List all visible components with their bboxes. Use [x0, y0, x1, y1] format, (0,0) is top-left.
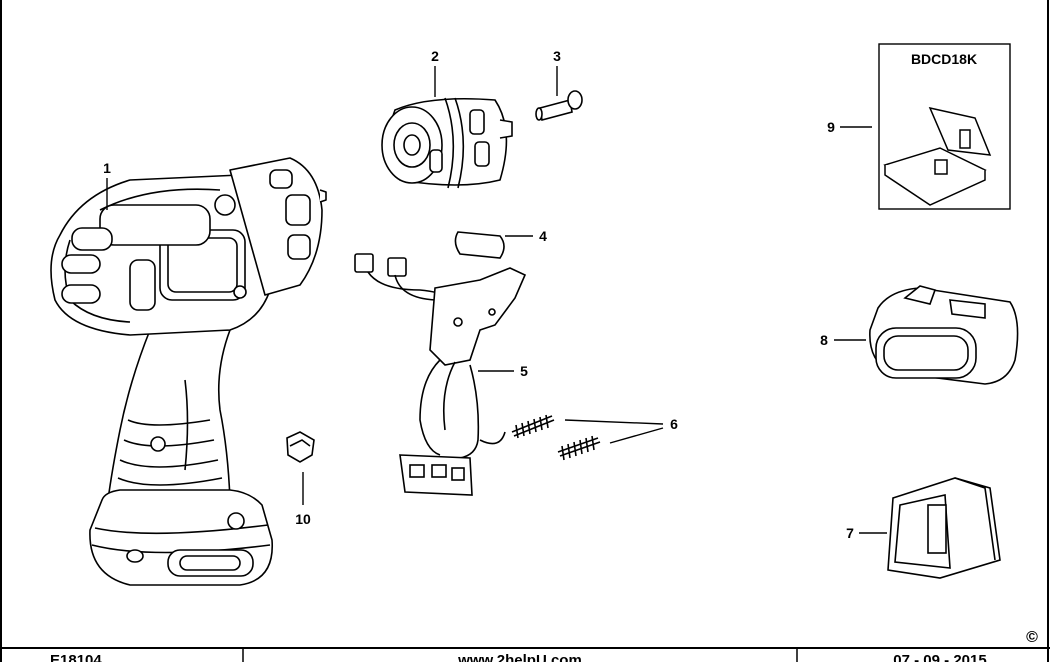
callout-label-5: 5 [520, 363, 528, 379]
callout-label-9: 9 [827, 119, 835, 135]
callout-label-3: 3 [553, 48, 561, 64]
callout-label-4: 4 [539, 228, 547, 244]
chuck-part [381, 97, 513, 189]
kit-box-title: BDCD18K [911, 51, 977, 67]
charger-part [887, 477, 1001, 579]
callout-label-7: 7 [846, 525, 854, 541]
battery-part [869, 285, 1019, 385]
footer-code: E18104 [50, 652, 102, 662]
callout-label-6: 6 [670, 416, 678, 432]
callout-label-1: 1 [103, 160, 111, 176]
copyright-symbol: © [1026, 629, 1038, 646]
footer-website: www.2helpU.com [458, 652, 582, 662]
pad-part [454, 231, 505, 259]
callout-label-8: 8 [820, 332, 828, 348]
clip-part [286, 431, 315, 463]
callout-label-2: 2 [431, 48, 439, 64]
callout-label-10: 10 [295, 511, 311, 527]
kit-case-part [883, 106, 992, 206]
springs-part [511, 414, 601, 461]
leader-lines [106, 66, 887, 534]
switch-assembly-part [354, 253, 527, 496]
screw-part [535, 90, 583, 121]
drill-body-part [50, 157, 327, 586]
footer-date: 07 - 09 - 2015 [893, 652, 987, 662]
